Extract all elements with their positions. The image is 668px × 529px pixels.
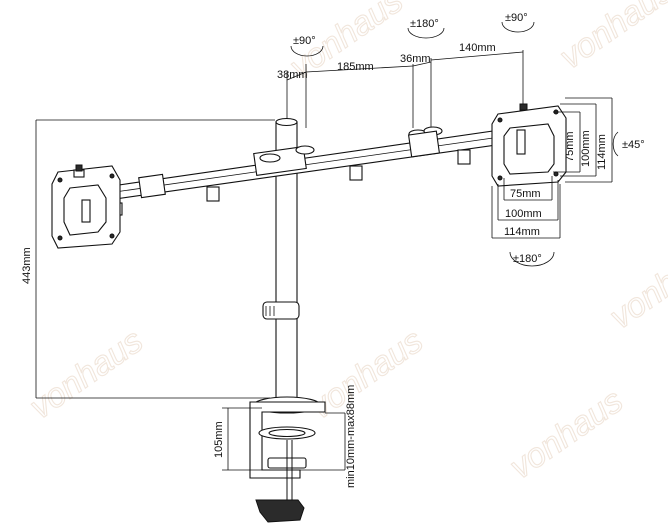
vesa-plate-right xyxy=(491,103,567,187)
dim-total-height: 443mm xyxy=(21,247,33,284)
dim-vesa-v-75: 75mm xyxy=(564,131,576,162)
dim-vesa-h-114: 114mm xyxy=(504,226,540,238)
swivel-label: ±180° xyxy=(513,253,542,265)
dim-vesa-v-100: 100mm xyxy=(580,130,592,167)
tilt-label: ±45° xyxy=(622,139,645,151)
dim-vesa-h-75: 75mm xyxy=(510,188,541,200)
rotation-left-label: ±90° xyxy=(293,35,316,47)
dim-desk-thickness: min10mm-max88mm xyxy=(345,385,357,488)
arm-bar xyxy=(107,126,504,216)
dim-clamp-height: 105mm xyxy=(213,421,225,458)
desk-thickness-dimension xyxy=(300,412,346,471)
swivel-icon: ±180° xyxy=(509,251,555,267)
desk-clamp xyxy=(249,401,326,523)
watermark: vonhaus xyxy=(503,382,630,487)
top-dimension-lines xyxy=(286,50,524,128)
watermark: vonhaus xyxy=(603,232,668,337)
dim-arm-offset-a: 38mm xyxy=(277,69,308,81)
vesa-dimension-lines xyxy=(491,97,613,239)
vesa-plate-left xyxy=(51,164,121,249)
dim-vesa-h-100: 100mm xyxy=(505,208,542,220)
rotation-right-icon: ±90° xyxy=(501,12,535,33)
height-dimension xyxy=(35,119,275,399)
rotation-center-label: ±180° xyxy=(410,18,439,30)
tilt-icon: ±45° xyxy=(612,131,645,157)
rotation-center-icon: ±180° xyxy=(407,18,445,39)
dim-vesa-v-114: 114mm xyxy=(596,134,608,170)
clamp-height-dimension xyxy=(222,407,262,471)
dim-arm-offset-b: 36mm xyxy=(400,53,431,65)
dim-arm-segment: 185mm xyxy=(337,61,374,73)
rotation-right-label: ±90° xyxy=(505,12,528,24)
dim-arm-end: 140mm xyxy=(459,42,496,54)
watermark: vonhaus xyxy=(553,0,668,77)
rotation-left-icon: ±90° xyxy=(290,35,324,57)
watermark: vonhaus xyxy=(23,322,150,427)
